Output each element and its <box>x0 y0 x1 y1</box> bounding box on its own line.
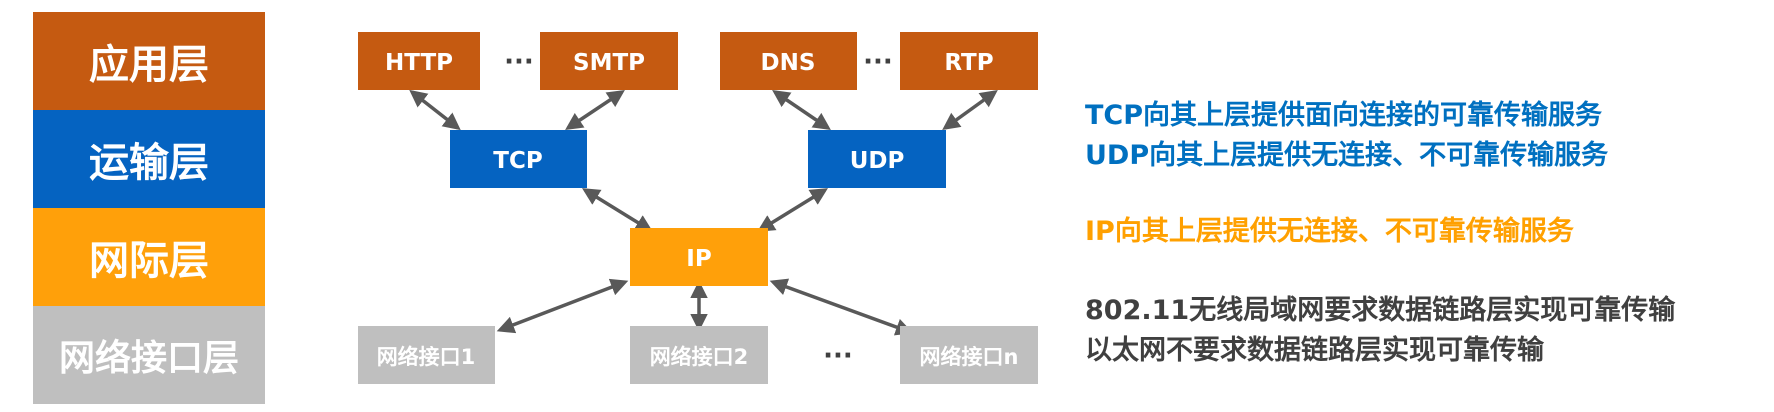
if2-label: 网络接口2 <box>650 345 749 369</box>
transport-notes: TCP向其上层提供面向连接的可靠传输服务 UDP向其上层提供无连接、不可靠传输服… <box>1085 96 1608 176</box>
arrow-dns-udp <box>772 90 831 130</box>
smtp-label: SMTP <box>573 50 645 76</box>
link-box-if1: 网络接口1 <box>358 326 495 384</box>
arrow-rtp-udp <box>942 89 998 131</box>
arrow-udp-ip <box>757 188 828 232</box>
link-notes: 802.11无线局域网要求数据链路层实现可靠传输 以太网不要求数据链路层实现可靠… <box>1085 291 1675 371</box>
internet-layer: 网际层 <box>33 208 265 306</box>
udp-note: UDP向其上层提供无连接、不可靠传输服务 <box>1085 140 1609 171</box>
wifi-note: 802.11无线局域网要求数据链路层实现可靠传输 <box>1085 295 1676 326</box>
transport-layer: 运输层 <box>33 110 265 208</box>
link-box-ifn: 网络接口n <box>900 326 1038 384</box>
app-box-rtp: RTP <box>900 32 1038 90</box>
arrow-ip-ifn <box>769 278 914 336</box>
ip-note: IP向其上层提供无连接、不可靠传输服务 <box>1085 216 1574 247</box>
layer-stack: 应用层 运输层 网际层 网络接口层 <box>33 12 265 404</box>
app-box-dns: DNS <box>720 32 857 90</box>
tcp-note: TCP向其上层提供面向连接的可靠传输服务 <box>1085 100 1603 131</box>
ifn-label: 网络接口n <box>920 345 1019 369</box>
link-layer: 网络接口层 <box>33 306 265 404</box>
arrow-tcp-ip <box>582 188 653 232</box>
tcp-label: TCP <box>493 148 542 174</box>
if1-label: 网络接口1 <box>377 345 476 369</box>
transport-box-tcp: TCP <box>450 130 587 188</box>
application-layer: 应用层 <box>33 12 265 110</box>
ethernet-note: 以太网不要求数据链路层实现可靠传输 <box>1085 335 1544 366</box>
arrow-http-tcp <box>409 89 461 131</box>
link-box-if2: 网络接口2 <box>630 326 768 384</box>
app-box-smtp: SMTP <box>540 32 678 90</box>
http-label: HTTP <box>385 50 453 76</box>
udp-label: UDP <box>850 148 905 174</box>
ellipsis-link: ··· <box>823 341 853 371</box>
ip-label: IP <box>686 246 711 272</box>
ellipsis-app-2: ··· <box>863 47 893 77</box>
arrow-smtp-tcp <box>565 90 625 130</box>
arrow-ip-if1 <box>496 278 629 334</box>
dns-label: DNS <box>761 50 816 76</box>
ellipsis-app-1: ··· <box>504 47 534 77</box>
transport-box-udp: UDP <box>808 130 946 188</box>
rtp-label: RTP <box>944 50 993 76</box>
app-box-http: HTTP <box>358 32 480 90</box>
internet-box-ip: IP <box>630 228 768 286</box>
